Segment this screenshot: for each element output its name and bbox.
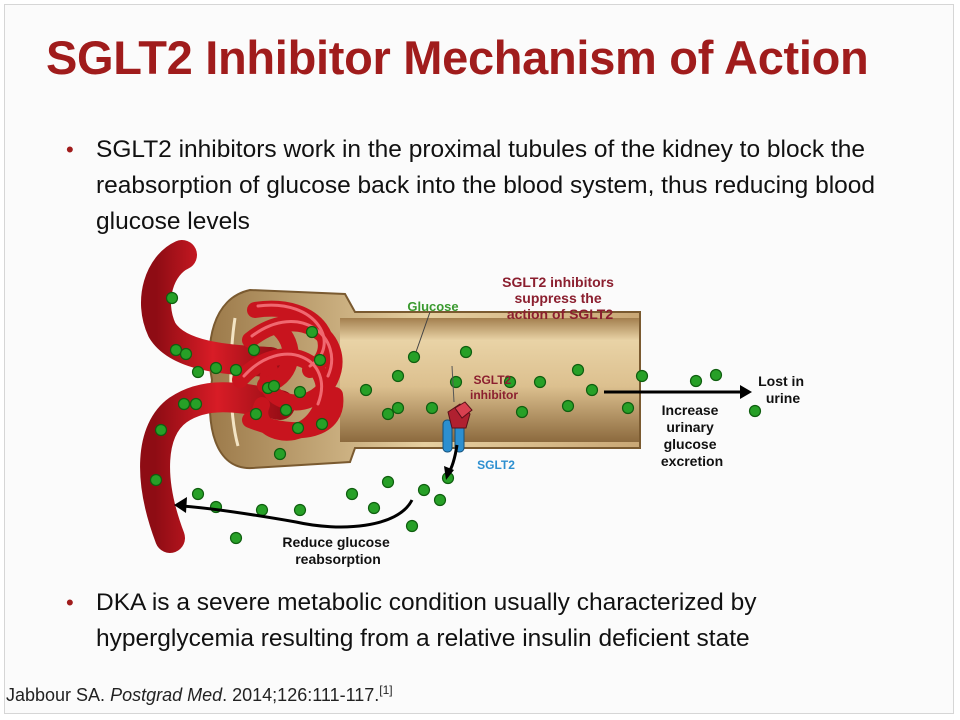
- glucose-dot: [279, 403, 293, 417]
- glucose-dot: [561, 399, 575, 413]
- glucose-dot: [367, 501, 381, 515]
- glucose-pointer: [415, 311, 431, 353]
- glucose-dot: [571, 363, 585, 377]
- glucose-molecules: [149, 291, 762, 545]
- glucose-dot: [293, 385, 307, 399]
- glucose-dot: [249, 407, 263, 421]
- glucose-dot: [165, 291, 179, 305]
- sglt2-inhibitor-label-line: SGLT2: [473, 373, 511, 387]
- bullet-dka-definition: DKA is a severe metabolic condition usua…: [66, 585, 876, 657]
- glucose-dot: [154, 423, 168, 437]
- lost-in-urine-line: Lost in: [758, 373, 804, 389]
- glucose-dot: [621, 401, 635, 415]
- glucose-dot: [293, 503, 307, 517]
- glucose-dot: [291, 421, 305, 435]
- glucose-dot: [391, 401, 405, 415]
- suppress-label-line: action of SGLT2: [507, 306, 614, 322]
- glucose-dot: [313, 353, 327, 367]
- glucose-dot: [177, 397, 191, 411]
- bullet-sglt2-mechanism: SGLT2 inhibitors work in the proximal tu…: [66, 132, 876, 240]
- glucose-dot: [405, 519, 419, 533]
- lost-in-urine-label: Lost in urine: [758, 373, 808, 406]
- glucose-dot: [229, 363, 243, 377]
- glucose-dot: [273, 447, 287, 461]
- arrowheads: [174, 385, 752, 513]
- increase-excretion-line: Increase: [662, 402, 719, 418]
- glucose-dot: [449, 375, 463, 389]
- citation-author: Jabbour SA.: [6, 685, 106, 705]
- glucose-dot: [407, 350, 421, 364]
- glucose-dot: [417, 483, 431, 497]
- sglt2-label: SGLT2: [477, 458, 515, 472]
- suppress-label-line: suppress the: [514, 290, 601, 306]
- slide-title: SGLT2 Inhibitor Mechanism of Action: [46, 31, 869, 84]
- glucose-dot: [267, 379, 281, 393]
- glucose-dot: [515, 405, 529, 419]
- glucose-dot: [425, 401, 439, 415]
- reduce-reabsorption-label: Reduce glucose reabsorption: [282, 534, 393, 567]
- sglt2-inhibitor-label: SGLT2 inhibitor: [470, 373, 518, 402]
- citation-details: . 2014;126:111-117.: [222, 685, 380, 705]
- citation-ref: [1]: [379, 683, 393, 697]
- increase-excretion-line: glucose: [664, 436, 717, 452]
- glucose-dot: [229, 531, 243, 545]
- glucose-dot: [179, 347, 193, 361]
- glucose-dot: [689, 374, 703, 388]
- increase-excretion-line: urinary: [666, 419, 714, 435]
- glucose-dot: [345, 487, 359, 501]
- lost-in-urine-line: urine: [766, 390, 800, 406]
- suppress-label-line: SGLT2 inhibitors: [502, 274, 614, 290]
- reabsorption-arrow: [181, 499, 414, 529]
- increase-excretion-line: excretion: [661, 453, 723, 469]
- reduce-reabsorption-line: Reduce glucose: [282, 534, 390, 550]
- glucose-dot: [305, 325, 319, 339]
- glucose-dot: [209, 361, 223, 375]
- glucose-dot: [381, 475, 395, 489]
- glucose-dot: [191, 487, 205, 501]
- citation-journal: Postgrad Med: [110, 685, 223, 705]
- glucose-dot: [247, 343, 261, 357]
- glucose-dot: [459, 345, 473, 359]
- citation: Jabbour SA. Postgrad Med. 2014;126:111-1…: [6, 683, 393, 706]
- suppress-label: SGLT2 inhibitors suppress the action of …: [502, 274, 618, 322]
- glucose-dot: [381, 407, 395, 421]
- glucose-dot: [255, 503, 269, 517]
- increase-excretion-label: Increase urinary glucose excretion: [661, 402, 723, 469]
- glucose-dot: [149, 473, 163, 487]
- sglt2-inhibitor-molecule: [447, 401, 473, 429]
- glucose-dot: [748, 404, 762, 418]
- glucose-dot: [359, 383, 373, 397]
- glucose-dot: [503, 375, 517, 389]
- glucose-dot: [533, 375, 547, 389]
- glucose-dot: [433, 493, 447, 507]
- glucose-dot: [169, 343, 183, 357]
- inhibitor-pointer: [451, 365, 455, 403]
- glucose-dot: [635, 369, 649, 383]
- glucose-dot: [391, 369, 405, 383]
- blood-vessel: [140, 240, 295, 553]
- glucose-dot: [315, 417, 329, 431]
- glucose-label: Glucose: [407, 299, 458, 314]
- glucose-dot: [189, 397, 203, 411]
- glucose-dot: [585, 383, 599, 397]
- sglt2-inhibitor-label-line: inhibitor: [470, 388, 518, 402]
- reduce-reabsorption-line: reabsorption: [295, 551, 381, 567]
- glucose-dot: [709, 368, 723, 382]
- glucose-dot: [191, 365, 205, 379]
